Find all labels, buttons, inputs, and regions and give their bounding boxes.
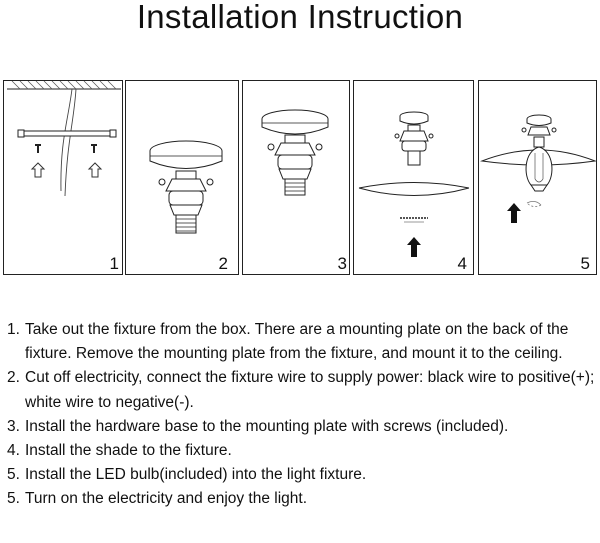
step-number: 2. <box>7 369 20 387</box>
bulb-install-illustration <box>480 114 597 223</box>
list-item: 1. Take out the fixture from the box. Th… <box>7 318 597 366</box>
step-text: Install the hardware base to the mountin… <box>25 417 509 435</box>
list-item: 4. Install the shade to the fixture. <box>7 439 597 463</box>
panel-number: 1 <box>109 254 119 273</box>
list-item: 3. Install the hardware base to the moun… <box>7 415 597 439</box>
step-number: 5. <box>7 490 20 508</box>
step-number: 1. <box>7 321 20 338</box>
step-text: Install the LED bulb(included) into the … <box>25 466 367 484</box>
step-panel-2: 2 <box>125 80 239 275</box>
step-number: 4. <box>7 442 20 460</box>
step-panel-5: 5 <box>478 80 597 275</box>
panel-number: 2 <box>218 254 228 273</box>
shade-install-illustration <box>358 111 470 257</box>
panel-number: 3 <box>337 254 347 273</box>
list-item: 5. Install the LED bulb(included) into t… <box>7 463 597 487</box>
list-item: 5. Turn on the electricity and enjoy the… <box>7 487 597 511</box>
panel-number: 5 <box>580 254 590 273</box>
wire-connection-illustration <box>149 140 223 234</box>
step-text: Turn on the electricity and enjoy the li… <box>25 490 308 508</box>
step-text: Install the shade to the fixture. <box>25 442 232 460</box>
step-number: 3. <box>7 417 20 435</box>
step-panel-1: 1 <box>3 80 123 275</box>
step-panel-3: 3 <box>242 80 350 275</box>
step-text: Take out the fixture from the box. There… <box>25 321 569 363</box>
page-title: Installation Instruction <box>136 0 464 35</box>
step-panel-4: 4 <box>353 80 474 275</box>
step-text: Cut off electricity, connect the fixture… <box>25 369 595 411</box>
mounting-plate-illustration <box>7 81 121 197</box>
instruction-list: 1. Take out the fixture from the box. Th… <box>7 318 597 512</box>
hardware-base-illustration <box>261 109 329 196</box>
panel-number: 4 <box>457 254 467 273</box>
step-number: 5. <box>7 466 20 484</box>
list-item: 2. Cut off electricity, connect the fixt… <box>7 366 597 414</box>
